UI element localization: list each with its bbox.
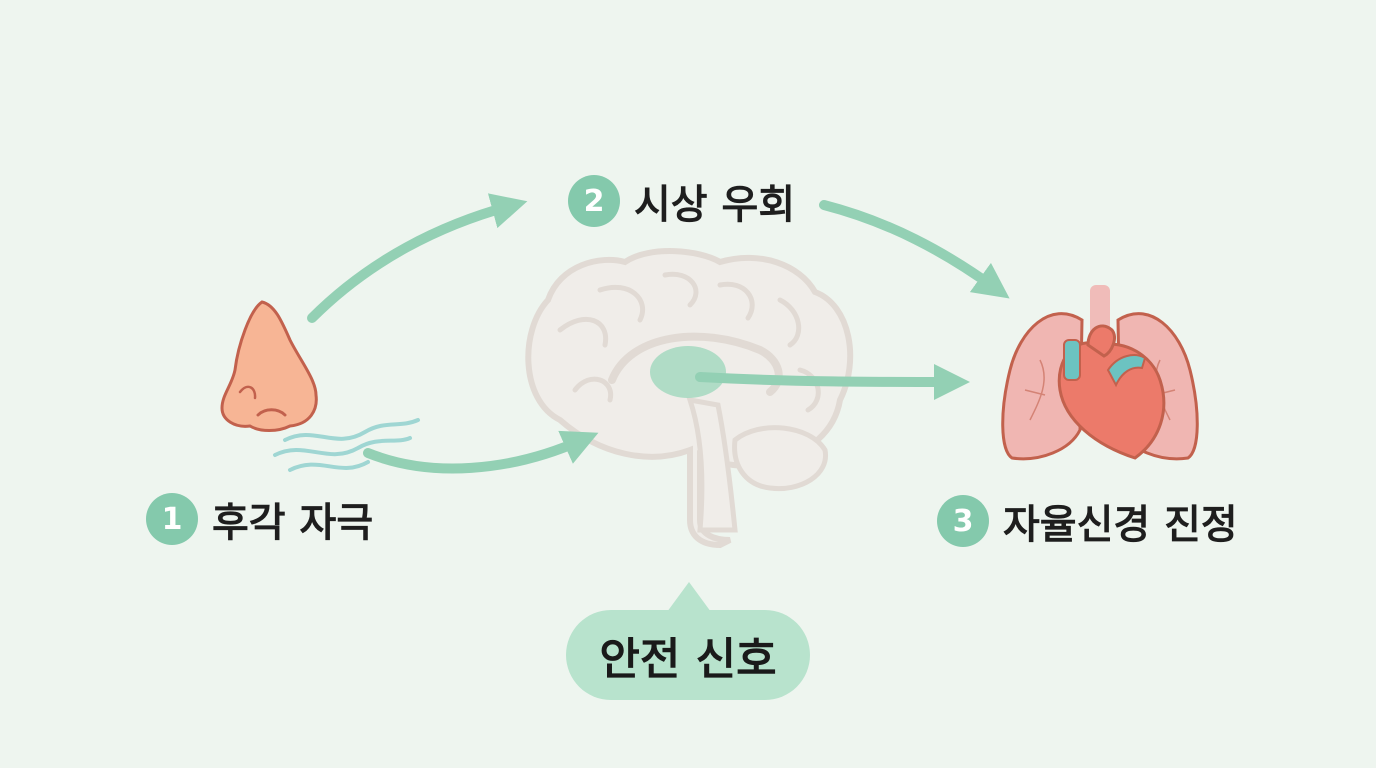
nostril <box>256 408 287 417</box>
scent-wave-3 <box>288 460 370 472</box>
nose-icon <box>220 300 318 432</box>
cerebellum <box>732 425 828 492</box>
arrow-nose-to-step2 <box>307 193 528 323</box>
step-label-1: 후각 자극 <box>212 500 374 546</box>
scent-wave-1 <box>283 418 420 442</box>
aorta <box>1086 324 1116 358</box>
safety-signal-bubble-tail <box>667 582 711 612</box>
heart-body <box>1057 341 1166 460</box>
thalamus-icon <box>650 346 726 398</box>
arrow-scent-to-brain <box>363 430 599 474</box>
safety-signal-bubble: 안전 신호 <box>566 610 810 700</box>
pulmonary-vessel-right <box>1106 354 1147 388</box>
arrow-thalamus-to-lungs <box>695 363 970 400</box>
safety-signal-label: 안전 신호 <box>599 634 777 685</box>
pulmonary-vessel-left <box>1063 339 1081 381</box>
scent-wave-2 <box>273 436 412 457</box>
scent-wave-icon <box>273 418 420 472</box>
step-number-badge-1: 1 <box>146 493 198 545</box>
brain-gyri <box>557 271 821 413</box>
step-label-2: 시상 우회 <box>634 182 796 228</box>
left-lung <box>1001 312 1084 461</box>
corpus-callosum <box>608 332 783 396</box>
step-olfactory-stimulus: 1 후각 자극 <box>146 490 373 548</box>
brain-icon <box>525 248 854 549</box>
heart-icon <box>1057 324 1166 460</box>
step-thalamus-bypass: 2 시상 우회 <box>568 172 795 230</box>
arrow-step2-to-lungs <box>819 200 1010 299</box>
nose-shape <box>220 300 318 432</box>
nose-wing <box>238 385 257 400</box>
step-number-badge-2: 2 <box>568 175 620 227</box>
brainstem <box>686 396 738 533</box>
step-autonomic-calming: 3 자율신경 진정 <box>937 492 1238 550</box>
step-number-badge-3: 3 <box>937 495 989 547</box>
step-label-3: 자율신경 진정 <box>1003 502 1238 548</box>
